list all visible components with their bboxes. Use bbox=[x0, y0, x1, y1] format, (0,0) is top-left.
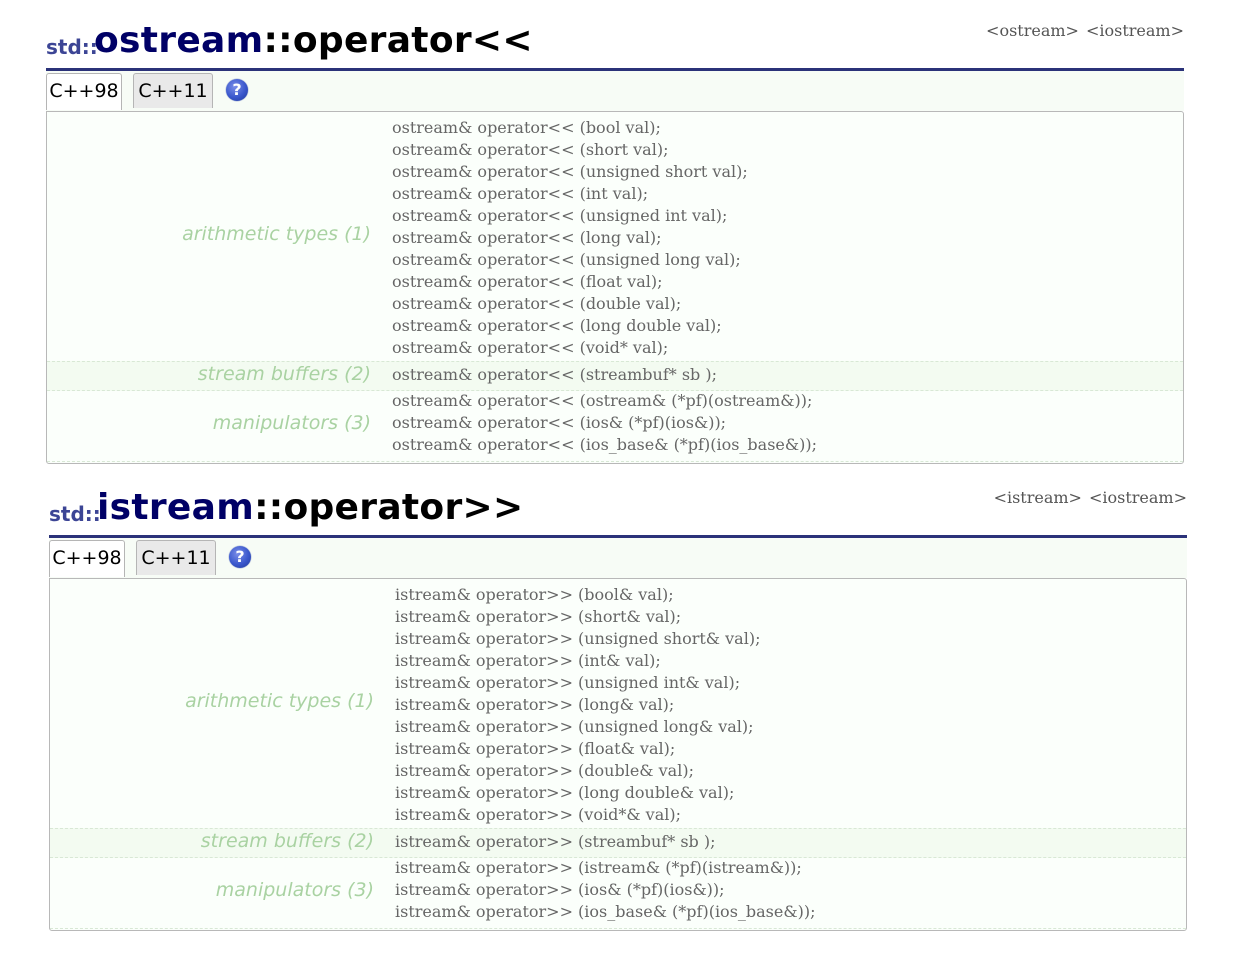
tab-cpp11[interactable]: C++11 bbox=[133, 73, 213, 108]
decl-group-streambuf: stream buffers (2) ostream& operator<< (… bbox=[47, 361, 1183, 391]
group-label: stream buffers (2) bbox=[197, 363, 371, 385]
declaration-line: istream& operator>> (istream& (*pf)(istr… bbox=[395, 858, 802, 877]
tab-cpp98[interactable]: C++98 bbox=[46, 73, 122, 110]
declaration-line: istream& operator>> (short& val); bbox=[395, 607, 682, 626]
page-title: std:: ostream::operator<< <ostream> <iost… bbox=[46, 18, 1184, 71]
declaration-line: istream& operator>> (bool& val); bbox=[395, 585, 674, 604]
class-name: istream::operator>> bbox=[97, 487, 523, 528]
version-tabs: C++98 C++11 ? bbox=[46, 71, 1184, 111]
declaration-line: ostream& operator<< (ios_base& (*pf)(ios… bbox=[392, 435, 817, 454]
declaration-line: ostream& operator<< (bool val); bbox=[392, 118, 661, 137]
declaration-line: ostream& operator<< (streambuf* sb ); bbox=[392, 365, 718, 384]
group-label: manipulators (3) bbox=[215, 879, 374, 901]
declaration-line: ostream& operator<< (long double val); bbox=[392, 316, 722, 335]
header-link[interactable]: <ostream> bbox=[986, 21, 1079, 40]
declarations-table: arithmetic types (1) ostream& operator<<… bbox=[46, 111, 1184, 464]
decl-group-manipulators: manipulators (3) ostream& operator<< (os… bbox=[47, 389, 1183, 462]
declaration-line: istream& operator>> (int& val); bbox=[395, 651, 661, 670]
namespace-prefix[interactable]: std:: bbox=[49, 502, 101, 526]
declaration-line: istream& operator>> (long& val); bbox=[395, 695, 675, 714]
decl-group-manipulators: manipulators (3) istream& operator>> (is… bbox=[50, 856, 1186, 929]
group-rows: istream& operator>> (bool& val); istream… bbox=[395, 584, 760, 826]
declaration-line: istream& operator>> (unsigned long& val)… bbox=[395, 717, 754, 736]
declaration-line: istream& operator>> (streambuf* sb ); bbox=[395, 832, 716, 851]
declaration-line: ostream& operator<< (void* val); bbox=[392, 338, 669, 357]
declaration-line: istream& operator>> (unsigned int& val); bbox=[395, 673, 741, 692]
tab-cpp11[interactable]: C++11 bbox=[136, 540, 216, 575]
declaration-line: istream& operator>> (float& val); bbox=[395, 739, 676, 758]
class-name-text[interactable]: ostream bbox=[94, 20, 264, 61]
istream-operator-section: std:: istream::operator>> <istream> <iost… bbox=[49, 485, 1187, 931]
header-link[interactable]: <iostream> bbox=[1088, 488, 1187, 507]
class-name: ostream::operator<< bbox=[94, 20, 533, 61]
declaration-line: istream& operator>> (void*& val); bbox=[395, 805, 681, 824]
namespace-prefix[interactable]: std:: bbox=[46, 35, 98, 59]
declaration-line: ostream& operator<< (unsigned long val); bbox=[392, 250, 741, 269]
declaration-line: istream& operator>> (double& val); bbox=[395, 761, 694, 780]
declaration-line: ostream& operator<< (long val); bbox=[392, 228, 662, 247]
declaration-line: ostream& operator<< (ios& (*pf)(ios&)); bbox=[392, 413, 727, 432]
header-links: <istream> <iostream> bbox=[987, 488, 1187, 507]
group-rows: istream& operator>> (istream& (*pf)(istr… bbox=[395, 857, 815, 923]
decl-group-streambuf: stream buffers (2) istream& operator>> (… bbox=[50, 828, 1186, 858]
declaration-line: ostream& operator<< (unsigned short val)… bbox=[392, 162, 748, 181]
group-rows: istream& operator>> (streambuf* sb ); bbox=[395, 831, 716, 853]
version-tabs: C++98 C++11 ? bbox=[49, 538, 1187, 578]
header-links: <ostream> <iostream> bbox=[979, 21, 1184, 40]
decl-group-arithmetic: arithmetic types (1) istream& operator>>… bbox=[50, 583, 1186, 828]
declaration-line: istream& operator>> (ios_base& (*pf)(ios… bbox=[395, 902, 816, 921]
page-title: std:: istream::operator>> <istream> <iost… bbox=[49, 485, 1187, 538]
group-rows: ostream& operator<< (bool val); ostream&… bbox=[392, 117, 748, 359]
declaration-line: istream& operator>> (long double& val); bbox=[395, 783, 735, 802]
class-name-text[interactable]: istream bbox=[97, 487, 255, 528]
declaration-line: ostream& operator<< (float val); bbox=[392, 272, 663, 291]
header-link[interactable]: <iostream> bbox=[1085, 21, 1184, 40]
tab-cpp98[interactable]: C++98 bbox=[49, 540, 125, 577]
header-link[interactable]: <istream> bbox=[993, 488, 1082, 507]
group-label: stream buffers (2) bbox=[200, 830, 374, 852]
declaration-line: ostream& operator<< (double val); bbox=[392, 294, 682, 313]
declaration-line: istream& operator>> (ios& (*pf)(ios&)); bbox=[395, 880, 725, 899]
declaration-line: ostream& operator<< (short val); bbox=[392, 140, 669, 159]
ostream-operator-section: std:: ostream::operator<< <ostream> <iost… bbox=[46, 18, 1184, 464]
group-label: arithmetic types (1) bbox=[182, 223, 371, 245]
help-icon[interactable]: ? bbox=[226, 79, 248, 101]
operator-name: ::operator>> bbox=[254, 487, 524, 528]
declarations-table: arithmetic types (1) istream& operator>>… bbox=[49, 578, 1187, 931]
decl-group-arithmetic: arithmetic types (1) ostream& operator<<… bbox=[47, 116, 1183, 361]
declaration-line: ostream& operator<< (unsigned int val); bbox=[392, 206, 728, 225]
operator-name: ::operator<< bbox=[263, 20, 533, 61]
declaration-line: ostream& operator<< (int val); bbox=[392, 184, 649, 203]
group-rows: ostream& operator<< (ostream& (*pf)(ostr… bbox=[392, 390, 817, 456]
group-rows: ostream& operator<< (streambuf* sb ); bbox=[392, 364, 717, 386]
declaration-line: ostream& operator<< (ostream& (*pf)(ostr… bbox=[392, 391, 813, 410]
group-label: manipulators (3) bbox=[212, 412, 371, 434]
help-icon[interactable]: ? bbox=[229, 546, 251, 568]
declaration-line: istream& operator>> (unsigned short& val… bbox=[395, 629, 761, 648]
group-label: arithmetic types (1) bbox=[185, 690, 374, 712]
